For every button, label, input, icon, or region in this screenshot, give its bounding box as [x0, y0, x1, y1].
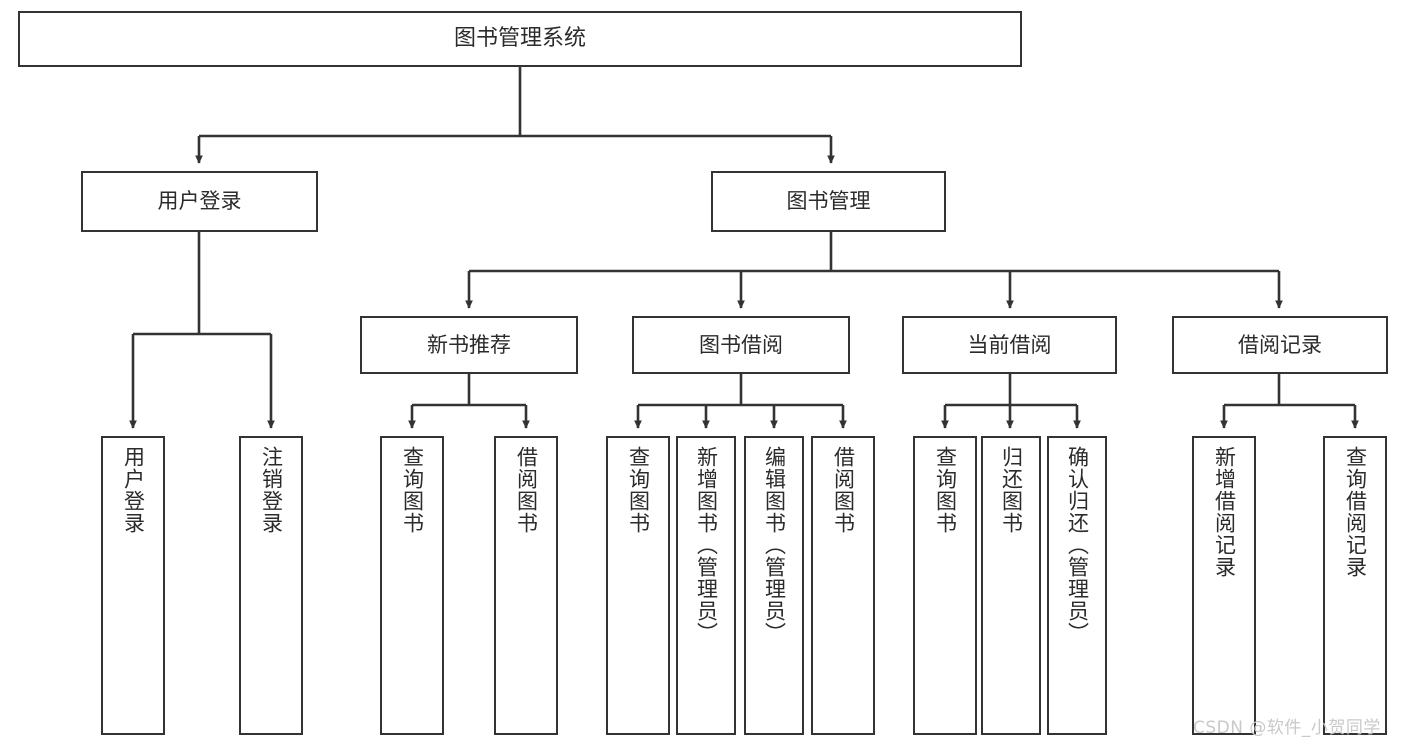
leaf-user-login-signin[interactable]: 用户登录: [101, 436, 165, 735]
node-label: 图书借阅: [699, 332, 783, 357]
node-label: 归还图书: [999, 446, 1024, 534]
leaf-record-add-borrow-record[interactable]: 新增借阅记录: [1192, 436, 1256, 735]
node-new-book-recommendation[interactable]: 新书推荐: [360, 316, 578, 374]
node-root-book-management-system[interactable]: 图书管理系统: [18, 11, 1022, 67]
leaf-current-query-books[interactable]: 查询图书: [913, 436, 977, 735]
node-label: 编辑图书（管理员）: [762, 446, 787, 644]
node-borrowing-records[interactable]: 借阅记录: [1172, 316, 1388, 374]
node-label: 新增借阅记录: [1212, 446, 1237, 578]
node-label: 图书管理系统: [453, 26, 586, 52]
leaf-borrow-query-books[interactable]: 查询图书: [606, 436, 670, 735]
leaf-borrow-borrow-books[interactable]: 借阅图书: [811, 436, 875, 735]
node-label: 查询图书: [626, 446, 651, 534]
node-label: 新增图书（管理员）: [694, 446, 719, 644]
node-label: 新书推荐: [427, 332, 511, 357]
node-user-login[interactable]: 用户登录: [81, 171, 318, 232]
node-label: 借阅记录: [1238, 332, 1322, 357]
node-label: 注销登录: [259, 446, 284, 534]
leaf-new-book-query-books[interactable]: 查询图书: [380, 436, 444, 735]
node-book-management[interactable]: 图书管理: [711, 171, 946, 232]
node-label: 查询借阅记录: [1343, 446, 1368, 578]
node-label: 借阅图书: [831, 446, 856, 534]
node-label: 当前借阅: [967, 332, 1052, 357]
leaf-borrow-edit-book-admin[interactable]: 编辑图书（管理员）: [744, 436, 804, 735]
node-label: 用户登录: [121, 446, 146, 534]
node-label: 借阅图书: [514, 446, 539, 534]
leaf-borrow-add-book-admin[interactable]: 新增图书（管理员）: [676, 436, 736, 735]
node-label: 查询图书: [400, 446, 425, 534]
leaf-current-confirm-return-admin[interactable]: 确认归还（管理员）: [1047, 436, 1107, 735]
node-label: 图书管理: [786, 189, 871, 214]
leaf-new-book-borrow-books[interactable]: 借阅图书: [494, 436, 558, 735]
leaf-record-query-borrow-record[interactable]: 查询借阅记录: [1323, 436, 1387, 735]
leaf-current-return-books[interactable]: 归还图书: [981, 436, 1041, 735]
node-current-borrowing[interactable]: 当前借阅: [902, 316, 1117, 374]
node-book-borrowing[interactable]: 图书借阅: [632, 316, 850, 374]
leaf-user-login-signout[interactable]: 注销登录: [239, 436, 303, 735]
node-label: 用户登录: [157, 189, 242, 214]
watermark: CSDN @软件_小贺同学: [1193, 718, 1381, 738]
node-label: 查询图书: [933, 446, 958, 534]
node-label: 确认归还（管理员）: [1065, 446, 1090, 644]
